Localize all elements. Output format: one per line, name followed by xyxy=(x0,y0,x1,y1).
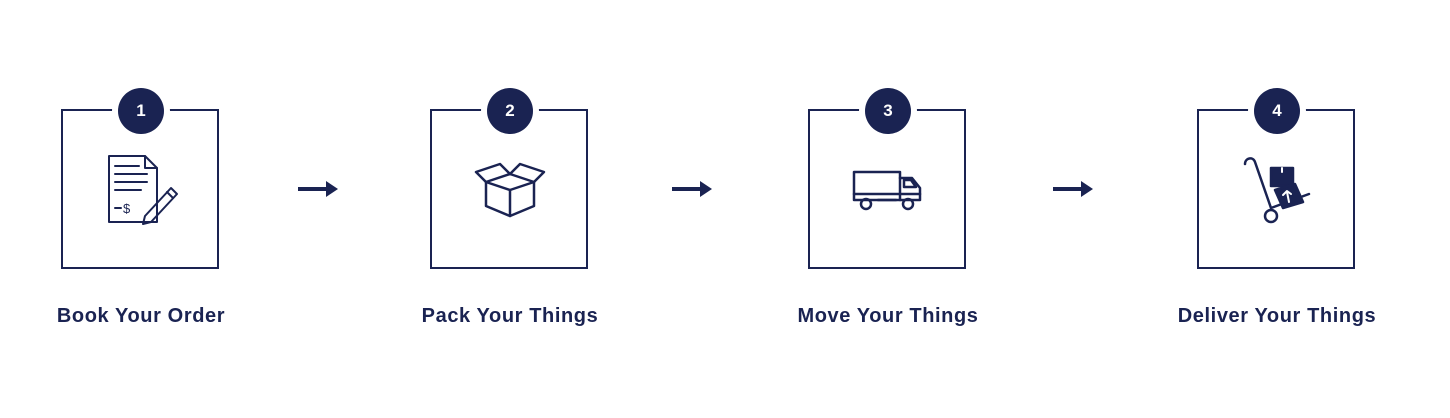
open-box-icon xyxy=(470,150,550,230)
arrow-right-icon xyxy=(672,178,712,200)
step-label: Book Your Order xyxy=(56,305,226,327)
arrow-right-icon xyxy=(298,178,338,200)
step-number-badge: 4 xyxy=(1254,88,1300,134)
step-number-badge: 1 xyxy=(118,88,164,134)
step-number-badge: 2 xyxy=(487,88,533,134)
step-deliver-things: 4 Deliver Your Things xyxy=(1147,0,1407,418)
step-label: Pack Your Things xyxy=(421,305,599,327)
truck-icon xyxy=(848,150,928,230)
step-book-order: 1 $ Book Your Order xyxy=(11,0,271,418)
arrow-right-icon xyxy=(1053,178,1093,200)
hand-truck-icon xyxy=(1237,150,1317,230)
step-move-things: 3 Move Your Things xyxy=(758,0,1018,418)
svg-text:$: $ xyxy=(123,201,131,216)
step-frame xyxy=(808,109,966,269)
step-number-badge: 3 xyxy=(865,88,911,134)
step-label: Move Your Things xyxy=(797,305,979,327)
order-form-icon: $ xyxy=(101,150,181,230)
step-pack-things: 2 Pack Your Things xyxy=(380,0,640,418)
step-label: Deliver Your Things xyxy=(1177,305,1377,327)
